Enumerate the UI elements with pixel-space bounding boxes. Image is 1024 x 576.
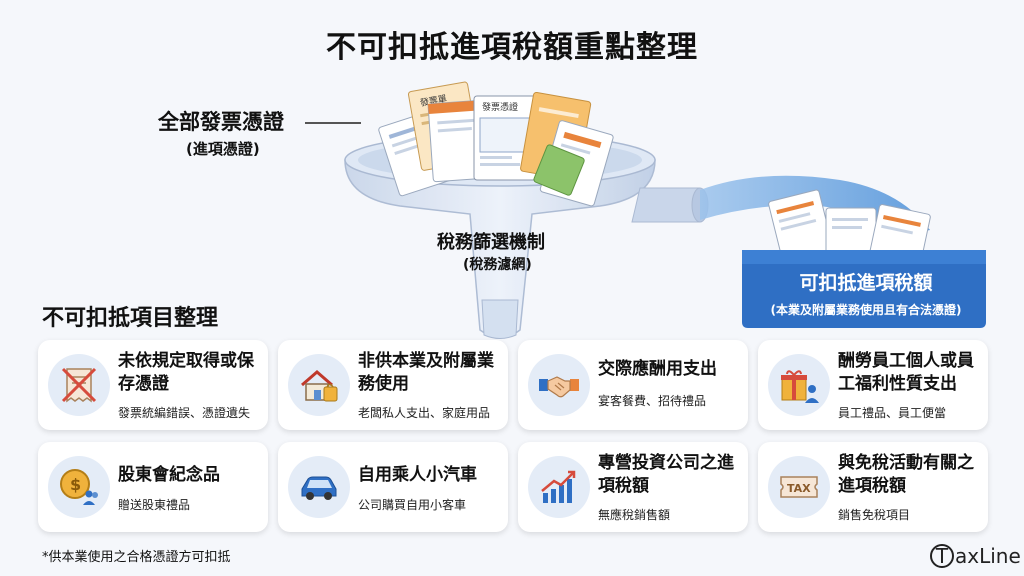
logo-mark: T (930, 544, 954, 568)
card-subtitle: 發票統編錯誤、憑證遺失 (118, 406, 251, 420)
card-subtitle: 公司購買自用小客車 (358, 498, 467, 512)
house-bag-icon (288, 354, 350, 416)
section-title: 不可扣抵項目整理 (42, 306, 219, 331)
output-pipe (631, 175, 930, 236)
card-investment-company: 專營投資公司之進項稅額 無應稅銷售額 (518, 442, 748, 532)
card-subtitle: 銷售免稅項目 (838, 508, 911, 522)
all-invoices-sublabel: (進項憑證) (186, 140, 260, 158)
page-title: 不可扣抵進項稅額重點整理 (326, 30, 698, 65)
card-passenger-car: 自用乘人小汽車 公司購買自用小客車 (278, 442, 508, 532)
card-subtitle: 宴客餐費、招待禮品 (598, 394, 707, 408)
card-title: 交際應酬用支出 (598, 359, 717, 379)
coin-people-icon: $ (48, 456, 110, 518)
deductible-title: 可扣抵進項稅額 (799, 272, 933, 294)
footnote: *供本業使用之合格憑證方可扣抵 (42, 550, 231, 565)
card-title: 未依規定取得或保存憑證 (118, 351, 254, 394)
car-icon (288, 456, 350, 518)
deductible-subtitle: (本業及附屬業務使用且有合法憑證) (770, 303, 962, 317)
tax-ticket-icon: TAX (768, 456, 830, 518)
gift-person-icon (768, 354, 830, 416)
card-title: 與免稅活動有關之進項稅額 (838, 453, 974, 496)
svg-text:$: $ (70, 475, 81, 494)
card-title: 專營投資公司之進項稅額 (598, 453, 734, 496)
card-entertainment: 交際應酬用支出 宴客餐費、招待禮品 (518, 340, 748, 430)
card-subtitle: 老闆私人支出、家庭用品 (358, 406, 491, 420)
card-title: 股東會紀念品 (118, 465, 220, 485)
crossed-receipt-icon (48, 354, 110, 416)
label-connector-line (305, 122, 361, 124)
card-subtitle: 員工禮品、員工便當 (838, 406, 947, 420)
deductible-tray-label: 可扣抵進項稅額 (本業及附屬業務使用且有合法憑證) (748, 268, 984, 318)
card-title: 非供本業及附屬業務使用 (358, 351, 494, 394)
card-non-business-use: 非供本業及附屬業務使用 老闆私人支出、家庭用品 (278, 340, 508, 430)
card-title: 自用乘人小汽車 (358, 465, 477, 485)
documents-in-funnel: 發票單 發票憑證 (378, 81, 614, 207)
growth-chart-icon (528, 456, 590, 518)
filter-label: 稅務篩選機制 (437, 232, 545, 253)
output-tray (742, 250, 986, 328)
card-subtitle: 無應稅銷售額 (598, 508, 671, 522)
card-employee-welfare: 酬勞員工個人或員工福利性質支出 員工禮品、員工便當 (758, 340, 988, 430)
handshake-icon (528, 354, 590, 416)
card-shareholder-souvenir: $ 股東會紀念品 贈送股東禮品 (38, 442, 268, 532)
card-title: 酬勞員工個人或員工福利性質支出 (838, 351, 974, 394)
logo-text: axLine (955, 544, 1021, 568)
svg-text:TAX: TAX (787, 482, 811, 495)
all-invoices-label: 全部發票憑證 (158, 110, 284, 134)
card-unqualified-invoice: 未依規定取得或保存憑證 發票統編錯誤、憑證遺失 (38, 340, 268, 430)
card-subtitle: 贈送股東禮品 (118, 498, 191, 512)
filter-sublabel: (稅務濾網) (463, 257, 532, 273)
card-tax-exempt: TAX 與免稅活動有關之進項稅額 銷售免稅項目 (758, 442, 988, 532)
doc-label-2: 發票憑證 (482, 101, 518, 113)
